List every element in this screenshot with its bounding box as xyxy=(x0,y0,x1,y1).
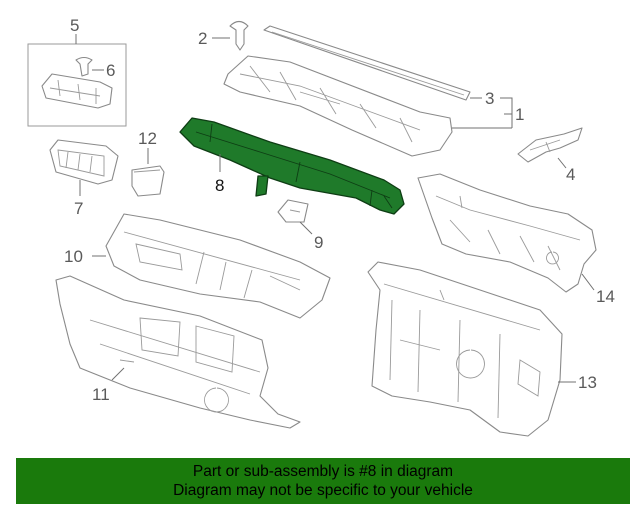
banner-line-2: Diagram may not be specific to your vehi… xyxy=(173,482,473,499)
part-1-cowl-vent-panel[interactable] xyxy=(223,55,453,157)
part-8-support-leg[interactable] xyxy=(255,175,269,197)
label-10: 10 xyxy=(64,247,83,266)
part-12-group[interactable]: 12 xyxy=(131,129,165,197)
label-1: 1 xyxy=(515,105,524,124)
part-14-group[interactable]: 14 xyxy=(417,173,615,306)
part-8-plenum-panel[interactable] xyxy=(179,117,405,215)
label-2: 2 xyxy=(198,29,207,48)
banner-line-1: Part or sub-assembly is #8 in diagram xyxy=(192,463,454,480)
label-3: 3 xyxy=(485,89,494,108)
label-14: 14 xyxy=(596,287,615,306)
part-8-group[interactable]: 8 xyxy=(179,117,405,215)
info-banner: Part or sub-assembly is #8 in diagram Di… xyxy=(16,458,630,504)
part-5-bracket[interactable] xyxy=(41,73,113,109)
label-9: 9 xyxy=(314,233,323,252)
part-9-group[interactable]: 9 xyxy=(277,199,323,252)
part-13-dash-assembly[interactable] xyxy=(367,261,563,437)
label-7: 7 xyxy=(74,199,83,218)
label-11: 11 xyxy=(92,385,110,404)
part-4-group[interactable]: 4 xyxy=(517,127,583,184)
label-6: 6 xyxy=(106,61,115,80)
part-14-dash-panel[interactable] xyxy=(417,173,597,293)
label-13: 13 xyxy=(578,373,597,392)
part-2-clip[interactable] xyxy=(229,20,249,51)
part-13-group[interactable]: 13 xyxy=(367,261,597,437)
part-2-group[interactable]: 2 xyxy=(198,20,249,51)
part-4-bracket[interactable] xyxy=(517,127,583,163)
part-11-group[interactable]: 11 xyxy=(55,275,301,429)
part-7-grille[interactable] xyxy=(49,139,119,185)
part-12-cap[interactable] xyxy=(131,165,165,197)
part-5-inset-box xyxy=(27,43,127,127)
label-4: 4 xyxy=(566,165,575,184)
part-10-insulator[interactable] xyxy=(105,213,331,319)
label-8: 8 xyxy=(215,176,224,195)
label-12: 12 xyxy=(138,129,157,148)
exploded-parts-diagram: 5 6 2 3 1 4 xyxy=(27,16,615,437)
part-7-group[interactable]: 7 xyxy=(49,139,119,218)
part-5-group[interactable]: 5 6 xyxy=(27,16,127,127)
part-1-3-group[interactable]: 3 1 xyxy=(223,25,524,157)
part-10-group[interactable]: 10 xyxy=(64,213,331,319)
part-6-clip[interactable] xyxy=(75,56,93,77)
label-5: 5 xyxy=(70,16,79,35)
